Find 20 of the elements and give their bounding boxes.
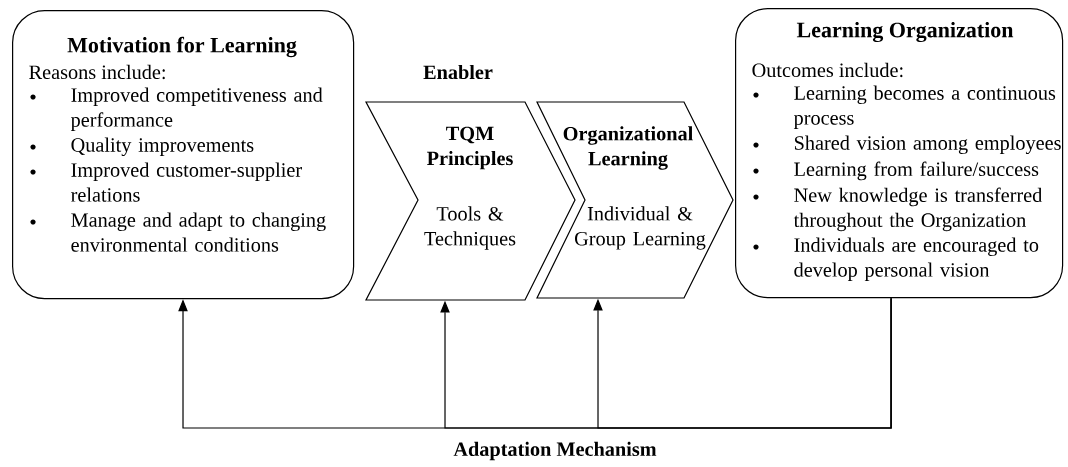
intro-text: Outcomes include: xyxy=(752,62,903,78)
intro-text: Reasons include: xyxy=(29,64,165,80)
chevron-text: Individual & Group Learning xyxy=(575,206,706,250)
list-item: New knowledge is transferred throughout the Organization xyxy=(793,187,1043,232)
chevron-heading: TQM Principles xyxy=(427,126,513,170)
chevron-heading: Organizational Learning xyxy=(563,126,693,170)
list-item: Learning from failure/success xyxy=(794,161,1039,181)
label-text: Adaptation Mechanism xyxy=(453,441,657,461)
list-item: Learning becomes a continuous process xyxy=(793,85,1056,129)
list-item: Shared vision among employees xyxy=(794,135,1061,155)
list-item: Improved customer-supplier relations xyxy=(71,162,302,202)
box-heading: Motivation for Learning xyxy=(67,36,297,58)
list-item: Improved competitiveness and performance xyxy=(70,87,323,131)
label-text: Enabler xyxy=(423,64,493,80)
feedback-arrow xyxy=(593,297,892,429)
box-heading: Learning Organization xyxy=(796,21,1014,43)
list-item: Manage and adapt to changing environmental conditions xyxy=(71,212,326,252)
list-item: Quality improvements xyxy=(71,137,254,157)
chevron-text: Tools & Techniques xyxy=(424,206,516,250)
list-item: Individuals are encouraged to develop personal vision xyxy=(794,237,1039,281)
